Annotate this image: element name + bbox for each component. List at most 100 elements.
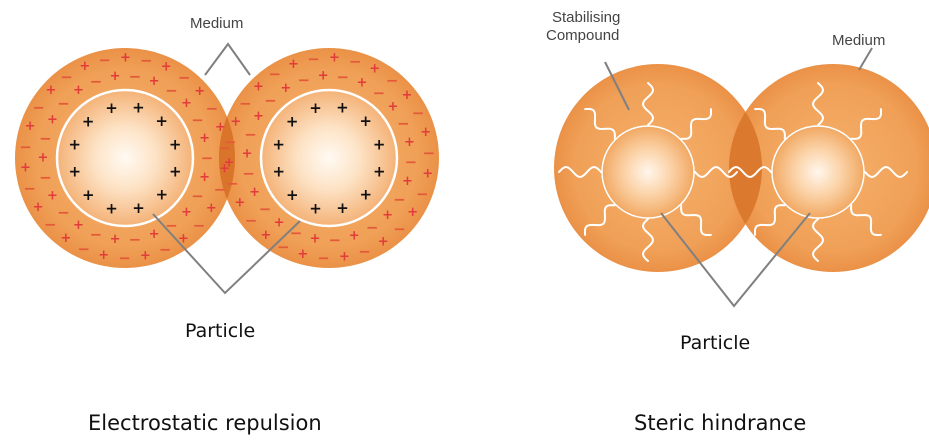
steric-panel: Stabilising Compound Medium Particle Ste… [546, 9, 929, 435]
charge-plus-icon: + [249, 185, 260, 200]
charge-minus-icon: − [397, 115, 410, 133]
charge-plus-icon: + [199, 131, 210, 146]
stabilising-label-line1: Stabilising [552, 9, 620, 26]
charge-plus-icon: + [155, 112, 168, 130]
charge-minus-icon: − [90, 72, 103, 90]
charge-plus-icon: + [404, 135, 415, 150]
charge-minus-icon: − [242, 165, 255, 183]
charge-plus-icon: + [20, 160, 31, 175]
charge-plus-icon: + [401, 88, 412, 103]
charge-plus-icon: + [336, 99, 349, 117]
caption-electrostatic: Electrostatic repulsion [88, 411, 322, 435]
charge-plus-icon: + [149, 74, 160, 89]
charge-plus-icon: + [234, 196, 245, 211]
medium-label-right: Medium [832, 32, 885, 49]
charge-minus-icon: − [373, 84, 386, 102]
charge-minus-icon: − [19, 138, 32, 156]
charge-minus-icon: − [165, 217, 178, 235]
charge-plus-icon: + [273, 163, 286, 181]
charge-plus-icon: + [169, 162, 182, 180]
charge-minus-icon: − [307, 50, 320, 68]
charge-minus-icon: − [226, 175, 239, 193]
charge-plus-icon: + [73, 218, 84, 233]
charge-plus-icon: + [272, 136, 285, 154]
charge-plus-icon: + [339, 249, 350, 264]
medium-leader-line-right [859, 48, 872, 70]
charge-minus-icon: − [191, 111, 204, 129]
charge-minus-icon: − [329, 231, 342, 249]
charge-minus-icon: − [386, 72, 399, 90]
right-particle-b-core [772, 126, 864, 218]
charge-plus-icon: + [79, 59, 90, 74]
charge-plus-icon: + [194, 84, 205, 99]
charge-minus-icon: − [245, 212, 258, 230]
charge-minus-icon: − [23, 179, 36, 197]
charge-plus-icon: + [161, 59, 172, 74]
charge-plus-icon: + [47, 189, 58, 204]
caption-steric: Steric hindrance [634, 411, 806, 435]
charge-plus-icon: + [286, 112, 299, 130]
charge-plus-icon: + [156, 186, 169, 204]
charge-plus-icon: + [402, 174, 413, 189]
charge-minus-icon: − [118, 249, 131, 267]
charge-plus-icon: + [420, 125, 431, 140]
charge-plus-icon: + [206, 201, 217, 216]
charge-plus-icon: + [349, 229, 360, 244]
charge-minus-icon: − [39, 169, 52, 187]
charge-plus-icon: + [82, 186, 95, 204]
charge-minus-icon: − [129, 230, 142, 248]
medium-label-left: Medium [190, 15, 243, 32]
charge-minus-icon: − [393, 220, 406, 238]
electrostatic-panel: −+−+−+−+−+−+−+−+−+−+−+−+−++−+−+−+−+−+−+−… [15, 15, 439, 435]
charge-plus-icon: + [132, 199, 145, 217]
charge-plus-icon: + [181, 205, 192, 220]
charge-plus-icon: + [82, 112, 95, 130]
charge-minus-icon: − [269, 65, 282, 83]
charge-plus-icon: + [38, 151, 49, 166]
charge-plus-icon: + [336, 199, 349, 217]
charge-plus-icon: + [310, 231, 321, 246]
charge-plus-icon: + [286, 186, 299, 204]
charge-minus-icon: − [239, 94, 252, 112]
charge-plus-icon: + [253, 109, 264, 124]
charge-plus-icon: + [297, 247, 308, 262]
charge-minus-icon: − [193, 216, 206, 234]
charge-minus-icon: − [60, 68, 73, 86]
charge-plus-icon: + [373, 162, 386, 180]
charge-plus-icon: + [382, 208, 393, 223]
right-particle-a-core [602, 126, 694, 218]
charge-minus-icon: − [416, 185, 429, 203]
charge-plus-icon: + [242, 146, 253, 161]
charge-minus-icon: − [224, 133, 237, 151]
charge-minus-icon: − [98, 51, 111, 69]
charge-minus-icon: − [244, 125, 257, 143]
charge-plus-icon: + [120, 51, 131, 66]
charge-minus-icon: − [423, 144, 436, 162]
charge-minus-icon: − [44, 216, 57, 234]
charge-plus-icon: + [98, 248, 109, 263]
charge-minus-icon: − [337, 68, 350, 86]
left-particle-b-core [261, 90, 397, 226]
charge-plus-icon: + [110, 69, 121, 84]
charge-plus-icon: + [356, 75, 367, 90]
particle-label-right: Particle [680, 332, 750, 354]
charge-plus-icon: + [46, 83, 57, 98]
charge-plus-icon: + [288, 57, 299, 72]
charge-plus-icon: + [149, 227, 160, 242]
charge-minus-icon: − [165, 82, 178, 100]
charge-plus-icon: + [47, 112, 58, 127]
charge-plus-icon: + [407, 205, 418, 220]
charge-minus-icon: − [349, 53, 362, 71]
stabilising-label-line2: Compound [546, 27, 619, 44]
charge-plus-icon: + [280, 81, 291, 96]
charge-plus-icon: + [169, 136, 182, 154]
charge-minus-icon: − [214, 180, 227, 198]
charge-minus-icon: − [393, 191, 406, 209]
charge-plus-icon: + [224, 155, 235, 170]
charge-plus-icon: + [318, 69, 329, 84]
charge-plus-icon: + [68, 136, 81, 154]
charge-minus-icon: − [290, 224, 303, 242]
charge-minus-icon: − [201, 149, 214, 167]
charge-plus-icon: + [373, 136, 386, 154]
charge-minus-icon: − [358, 243, 371, 261]
